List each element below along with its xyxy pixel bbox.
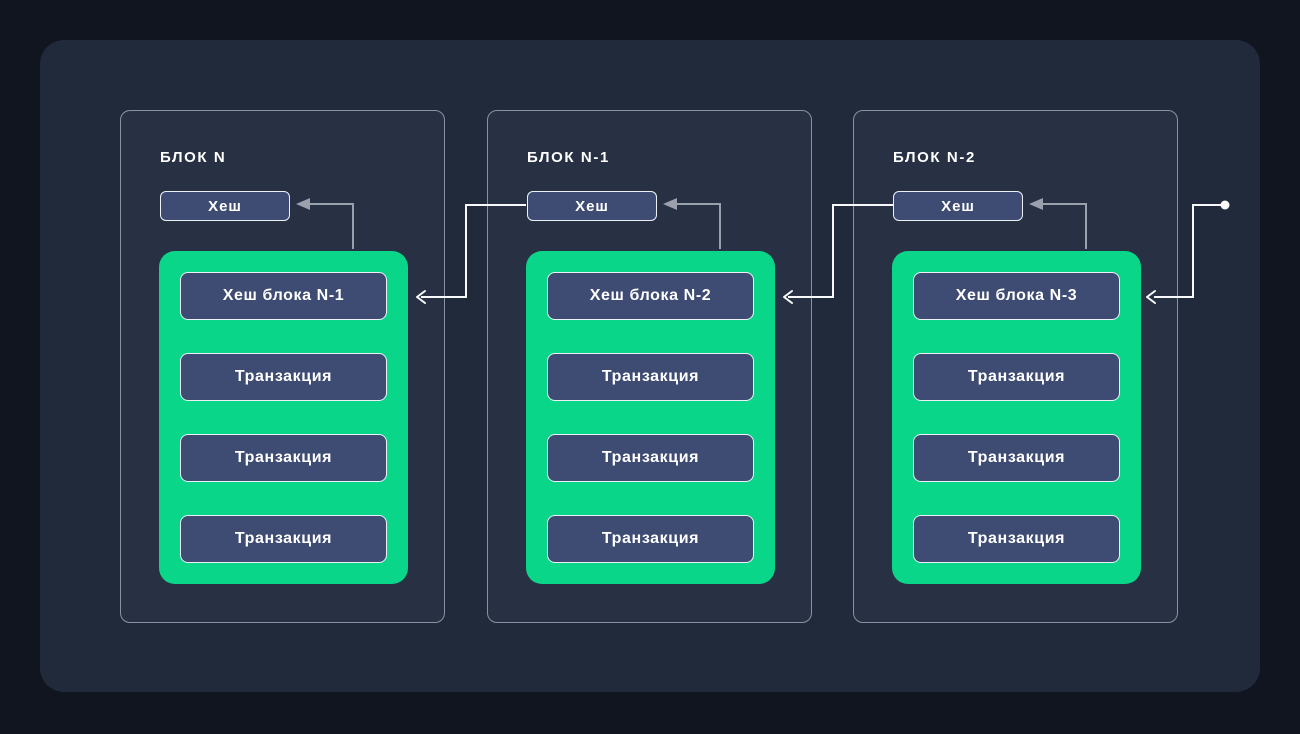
block-card-n: БЛОК N Хеш Хеш блока N-1 Транзакция Тран…	[120, 110, 445, 623]
block-title: БЛОК N-2	[893, 149, 976, 166]
transaction-box: Транзакция	[547, 353, 754, 401]
prev-hash-box: Хеш блока N-3	[913, 272, 1120, 320]
transaction-box: Транзакция	[180, 434, 387, 482]
block-title: БЛОК N	[160, 149, 227, 166]
prev-hash-box: Хеш блока N-1	[180, 272, 387, 320]
hash-box: Хеш	[893, 191, 1023, 221]
transaction-box: Транзакция	[180, 353, 387, 401]
hash-box: Хеш	[160, 191, 290, 221]
block-body: Хеш блока N-1 Транзакция Транзакция Тран…	[159, 251, 408, 584]
block-body: Хеш блока N-2 Транзакция Транзакция Тран…	[526, 251, 775, 584]
block-card-n-1: БЛОК N-1 Хеш Хеш блока N-2 Транзакция Тр…	[487, 110, 812, 623]
transaction-box: Транзакция	[180, 515, 387, 563]
block-card-n-2: БЛОК N-2 Хеш Хеш блока N-3 Транзакция Тр…	[853, 110, 1178, 623]
prev-hash-box: Хеш блока N-2	[547, 272, 754, 320]
block-title: БЛОК N-1	[527, 149, 610, 166]
block-body: Хеш блока N-3 Транзакция Транзакция Тран…	[892, 251, 1141, 584]
transaction-box: Транзакция	[913, 353, 1120, 401]
hash-box: Хеш	[527, 191, 657, 221]
transaction-box: Транзакция	[913, 515, 1120, 563]
transaction-box: Транзакция	[547, 515, 754, 563]
transaction-box: Транзакция	[547, 434, 754, 482]
transaction-box: Транзакция	[913, 434, 1120, 482]
